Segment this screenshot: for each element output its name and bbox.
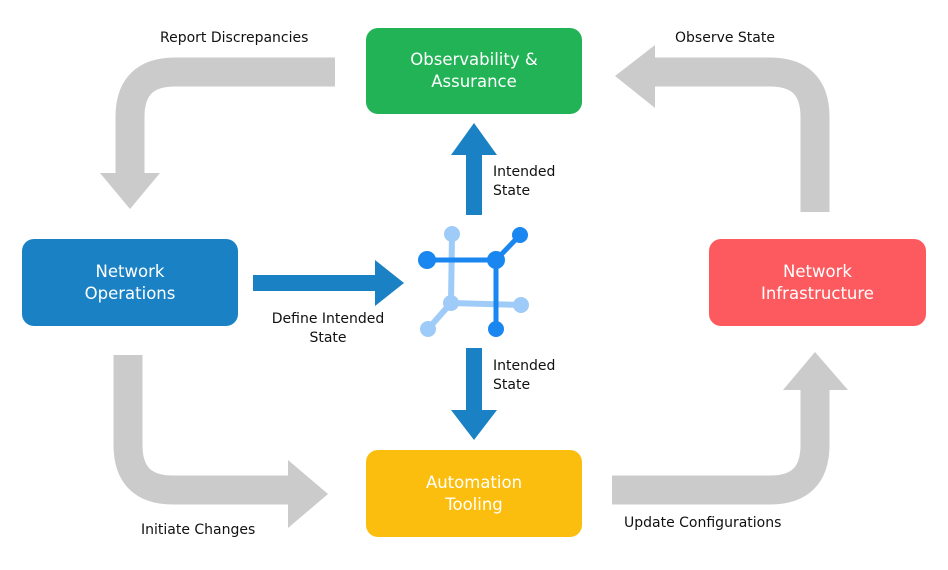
intent-up-arrow [451, 123, 497, 215]
network-graph-icon [418, 226, 529, 337]
define-intended-state-label: Define Intended State [271, 311, 385, 346]
observability-assurance-node[interactable]: Observability & Assurance [366, 28, 582, 114]
intended-state-up-label: Intended State [493, 164, 556, 199]
arrowhead-down-icon [100, 173, 160, 209]
report-discrepancies-arrow [115, 57, 335, 175]
initiate-changes-label: Initiate Changes [141, 522, 256, 538]
observe-state-arrow [652, 57, 830, 212]
network-operations-node[interactable]: Network Operations [22, 239, 238, 326]
update-configurations-arrow [612, 388, 830, 505]
automation-tooling-node[interactable]: Automation Tooling [366, 450, 582, 537]
intent-down-arrow [451, 348, 497, 440]
observe-state-label: Observe State [675, 30, 775, 46]
update-configurations-label: Update Configurations [624, 515, 782, 531]
report-discrepancies-label: Report Discrepancies [160, 30, 309, 46]
initiate-changes-arrow [113, 355, 290, 505]
network-infrastructure-node[interactable]: Network Infrastructure [709, 239, 926, 326]
arrowhead-up-icon [783, 352, 848, 390]
arrowhead-right-icon [288, 460, 328, 528]
intended-state-down-label: Intended State [493, 358, 556, 393]
arrowhead-left-icon [615, 45, 655, 108]
define-intent-arrow [253, 260, 404, 306]
